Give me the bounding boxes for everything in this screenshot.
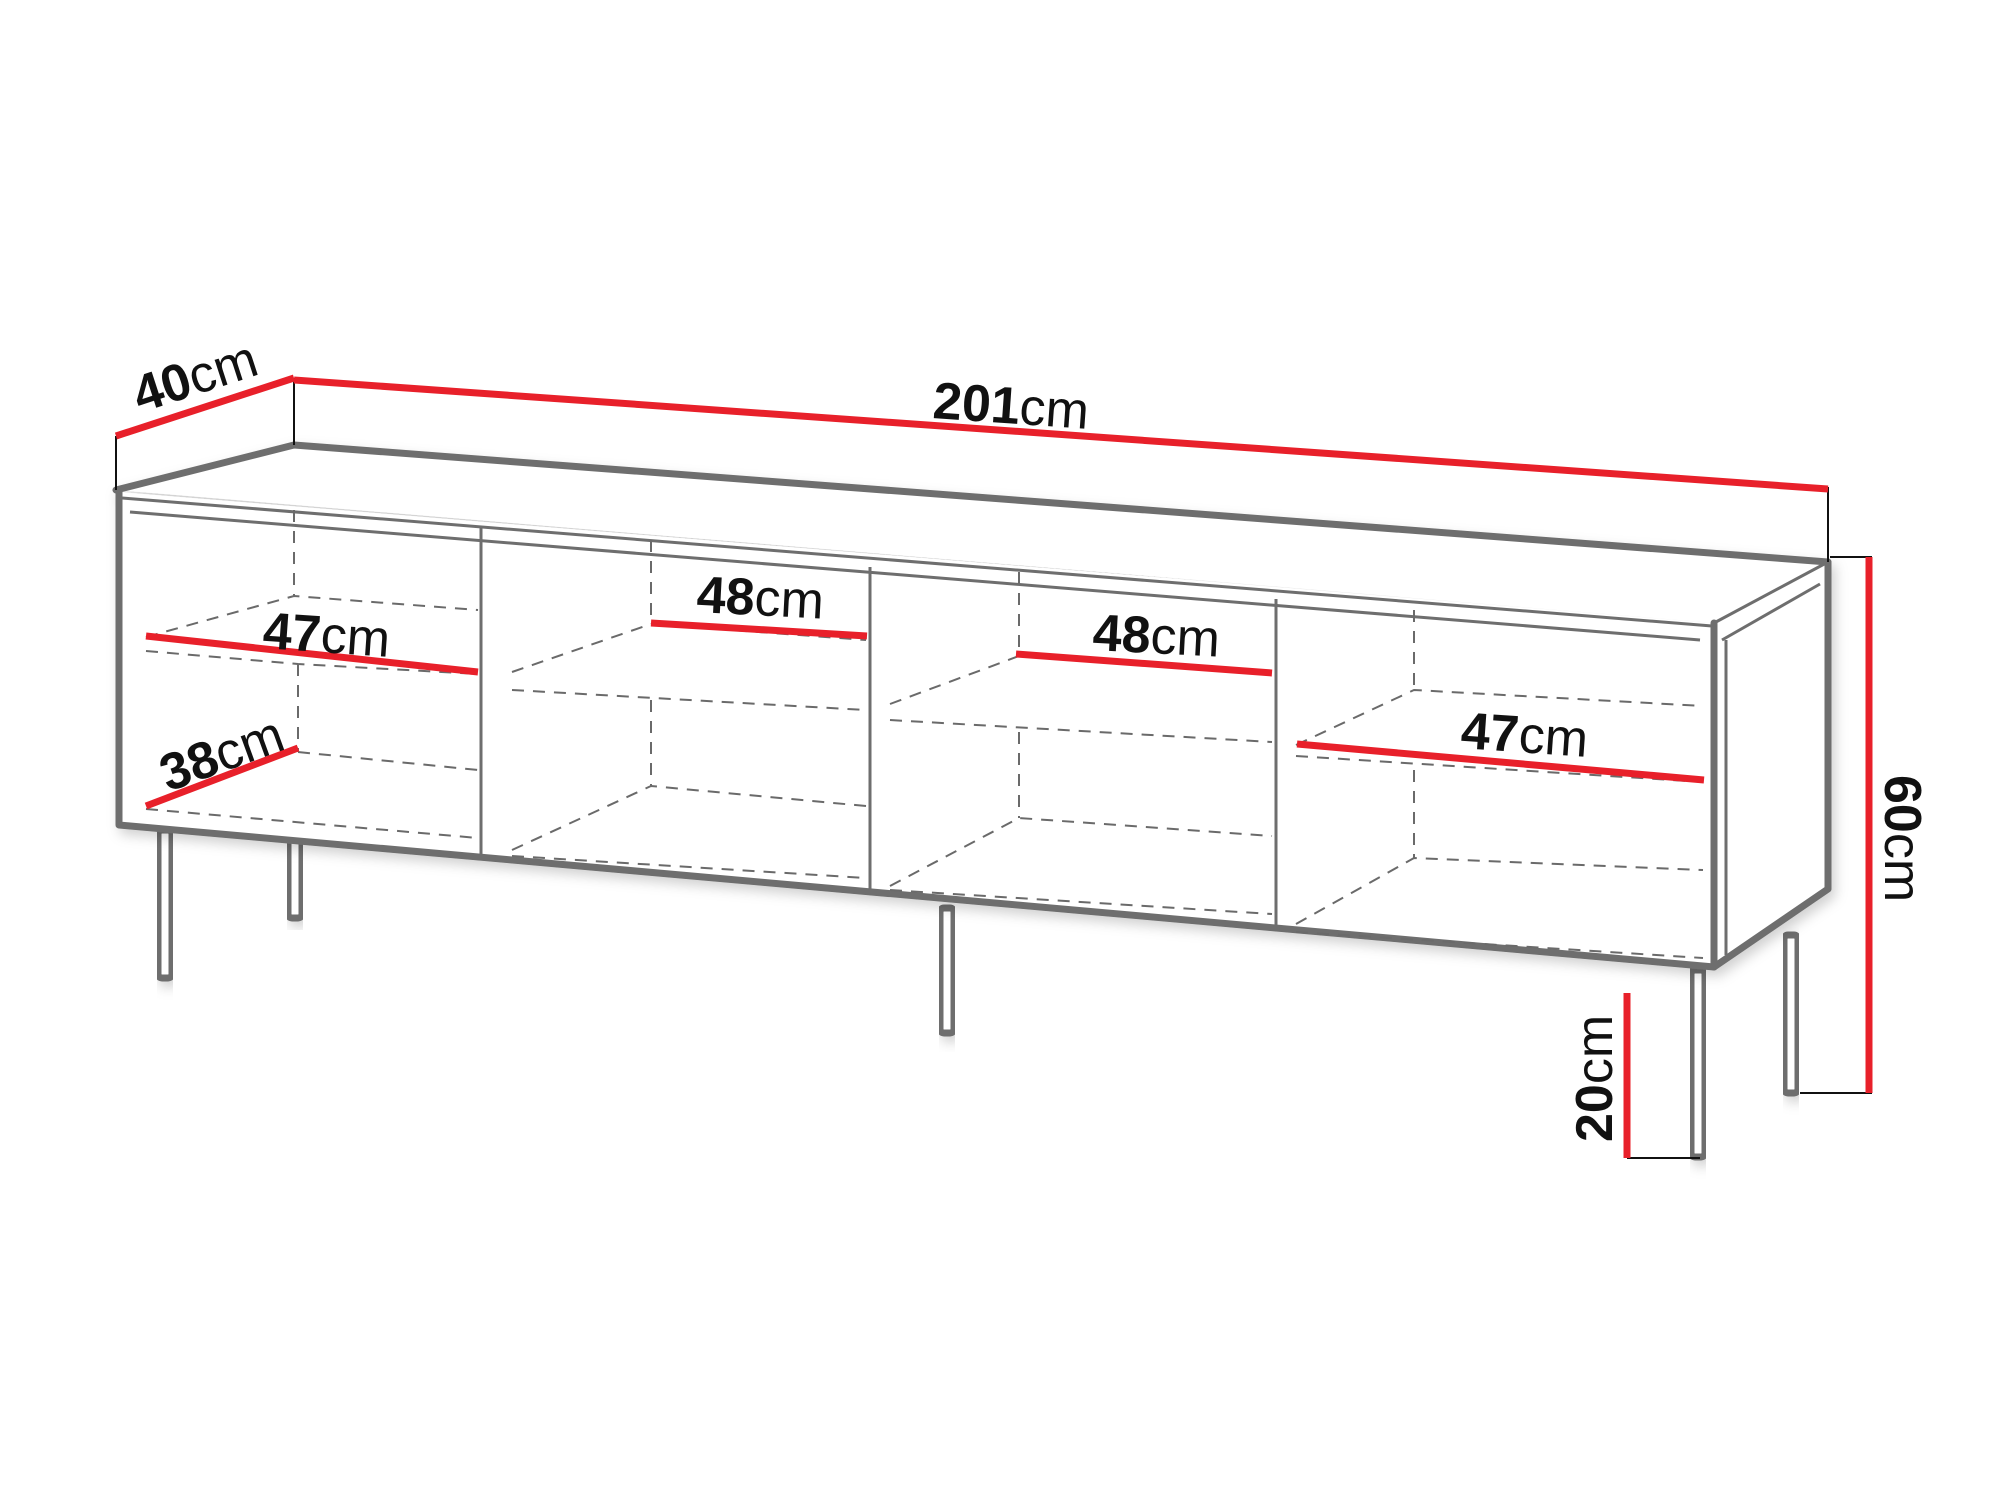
label-width: 201cm <box>931 372 1091 441</box>
label-height: 60cm <box>1873 775 1931 902</box>
label-shelf-2-width: 48cm <box>695 566 825 631</box>
dim-line-shelf-4-width <box>1296 740 1705 784</box>
dim-line-depth <box>114 374 296 440</box>
label-leg-height: 20cm <box>1566 1015 1624 1142</box>
leg-back-right <box>1780 931 1802 1097</box>
legs <box>154 826 1802 1161</box>
dim-line-shelf-2-width <box>650 619 868 640</box>
dim-line-shelf-3-width <box>1015 650 1273 677</box>
label-shelf-3-width: 48cm <box>1091 604 1221 669</box>
leg-middle <box>936 904 958 1037</box>
top-surface <box>116 445 1828 623</box>
right-side-panel <box>1714 562 1828 967</box>
dim-line-shelf-1-depth <box>144 744 300 810</box>
label-shelf-4-width: 47cm <box>1459 702 1590 769</box>
cabinet-body <box>112 441 1832 971</box>
leg-front-left <box>154 826 176 982</box>
dim-line-shelf-1-width <box>145 632 479 676</box>
dimension-lines <box>114 374 1873 1158</box>
leg-back-left <box>284 834 306 922</box>
label-shelf-1-width: 47cm <box>261 602 392 669</box>
leg-front-right <box>1687 966 1709 1161</box>
extension-lines <box>115 378 1872 1159</box>
dim-line-width <box>293 376 1829 493</box>
